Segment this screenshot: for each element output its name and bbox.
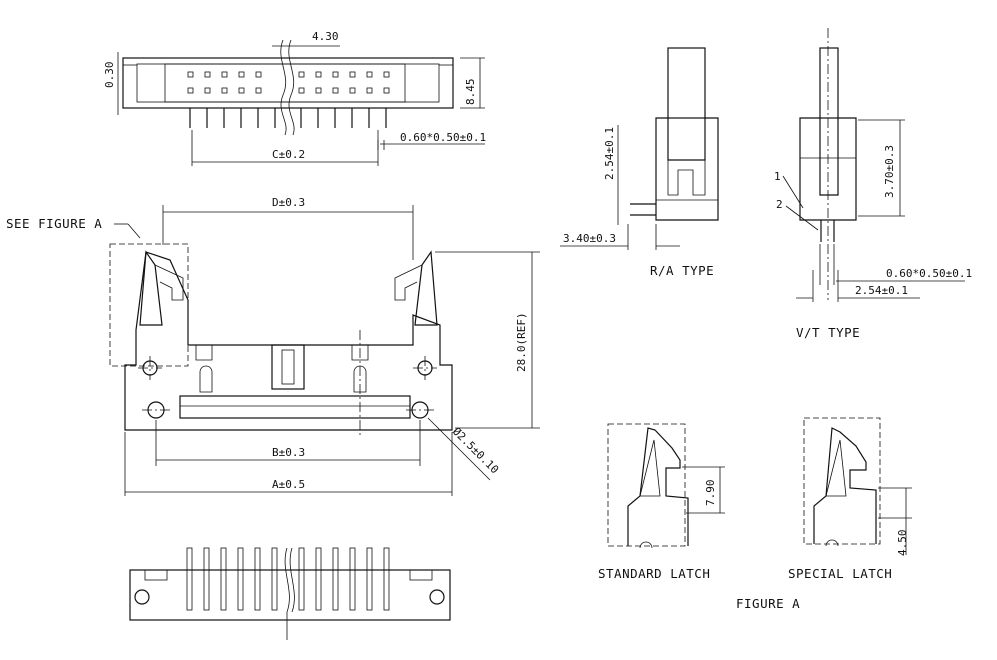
- callout-1: 1: [774, 170, 781, 183]
- ra-offset-label: 3.40±0.3: [563, 232, 616, 245]
- c-dim-label: C±0.2: [272, 148, 305, 161]
- top-pitch-label: 4.30: [312, 30, 339, 43]
- ra-pitch-label: 2.54±0.1: [603, 127, 616, 180]
- top-pin-size-label: 0.60*0.50±0.1: [400, 131, 486, 144]
- ref-height-label: 28.0(REF): [515, 312, 528, 372]
- top-height-label: 8.45: [464, 79, 477, 106]
- ra-type-caption: R/A TYPE: [650, 263, 714, 278]
- standard-latch-caption: STANDARD LATCH: [598, 566, 710, 581]
- pin-grid: [187, 71, 390, 94]
- vt-pitch-label: 2.54±0.1: [855, 284, 908, 297]
- a-dim-label: A±0.5: [272, 478, 305, 491]
- top-view: 4.30 0.30 8.45 C±0.2 0.60*0.50±0.1: [103, 30, 486, 166]
- top-pins: [189, 108, 387, 128]
- special-latch-view: 4.50 SPECIAL LATCH FIGURE A: [736, 417, 912, 611]
- special-height-label: 4.50: [896, 530, 909, 557]
- vt-pin-size-label: 0.60*0.50±0.1: [886, 267, 972, 280]
- bottom-view: [129, 547, 451, 640]
- std-height-label: 7.90: [704, 480, 717, 507]
- vt-height-label: 3.70±0.3: [883, 145, 896, 198]
- d-dim-label: D±0.3: [272, 196, 305, 209]
- hole-dia-label: Ø2.5±0.10: [450, 425, 501, 476]
- see-figure-a-label: SEE FIGURE A: [6, 216, 102, 231]
- ra-type-view: 2.54±0.1 3.40±0.3 R/A TYPE: [560, 47, 719, 278]
- standard-latch-view: 7.90 STANDARD LATCH: [598, 423, 725, 581]
- front-view: SEE FIGURE A: [6, 196, 540, 496]
- figure-a-caption: FIGURE A: [736, 596, 800, 611]
- vt-type-view: 1 2 3.70±0.3 0.60*0.50±0.1 2.54±0.1 V/T …: [774, 28, 972, 340]
- vt-type-caption: V/T TYPE: [796, 325, 860, 340]
- bottom-pins: [186, 547, 390, 611]
- special-latch-caption: SPECIAL LATCH: [788, 566, 892, 581]
- callout-2: 2: [776, 198, 783, 211]
- b-dim-label: B±0.3: [272, 446, 305, 459]
- top-left-label: 0.30: [103, 62, 116, 89]
